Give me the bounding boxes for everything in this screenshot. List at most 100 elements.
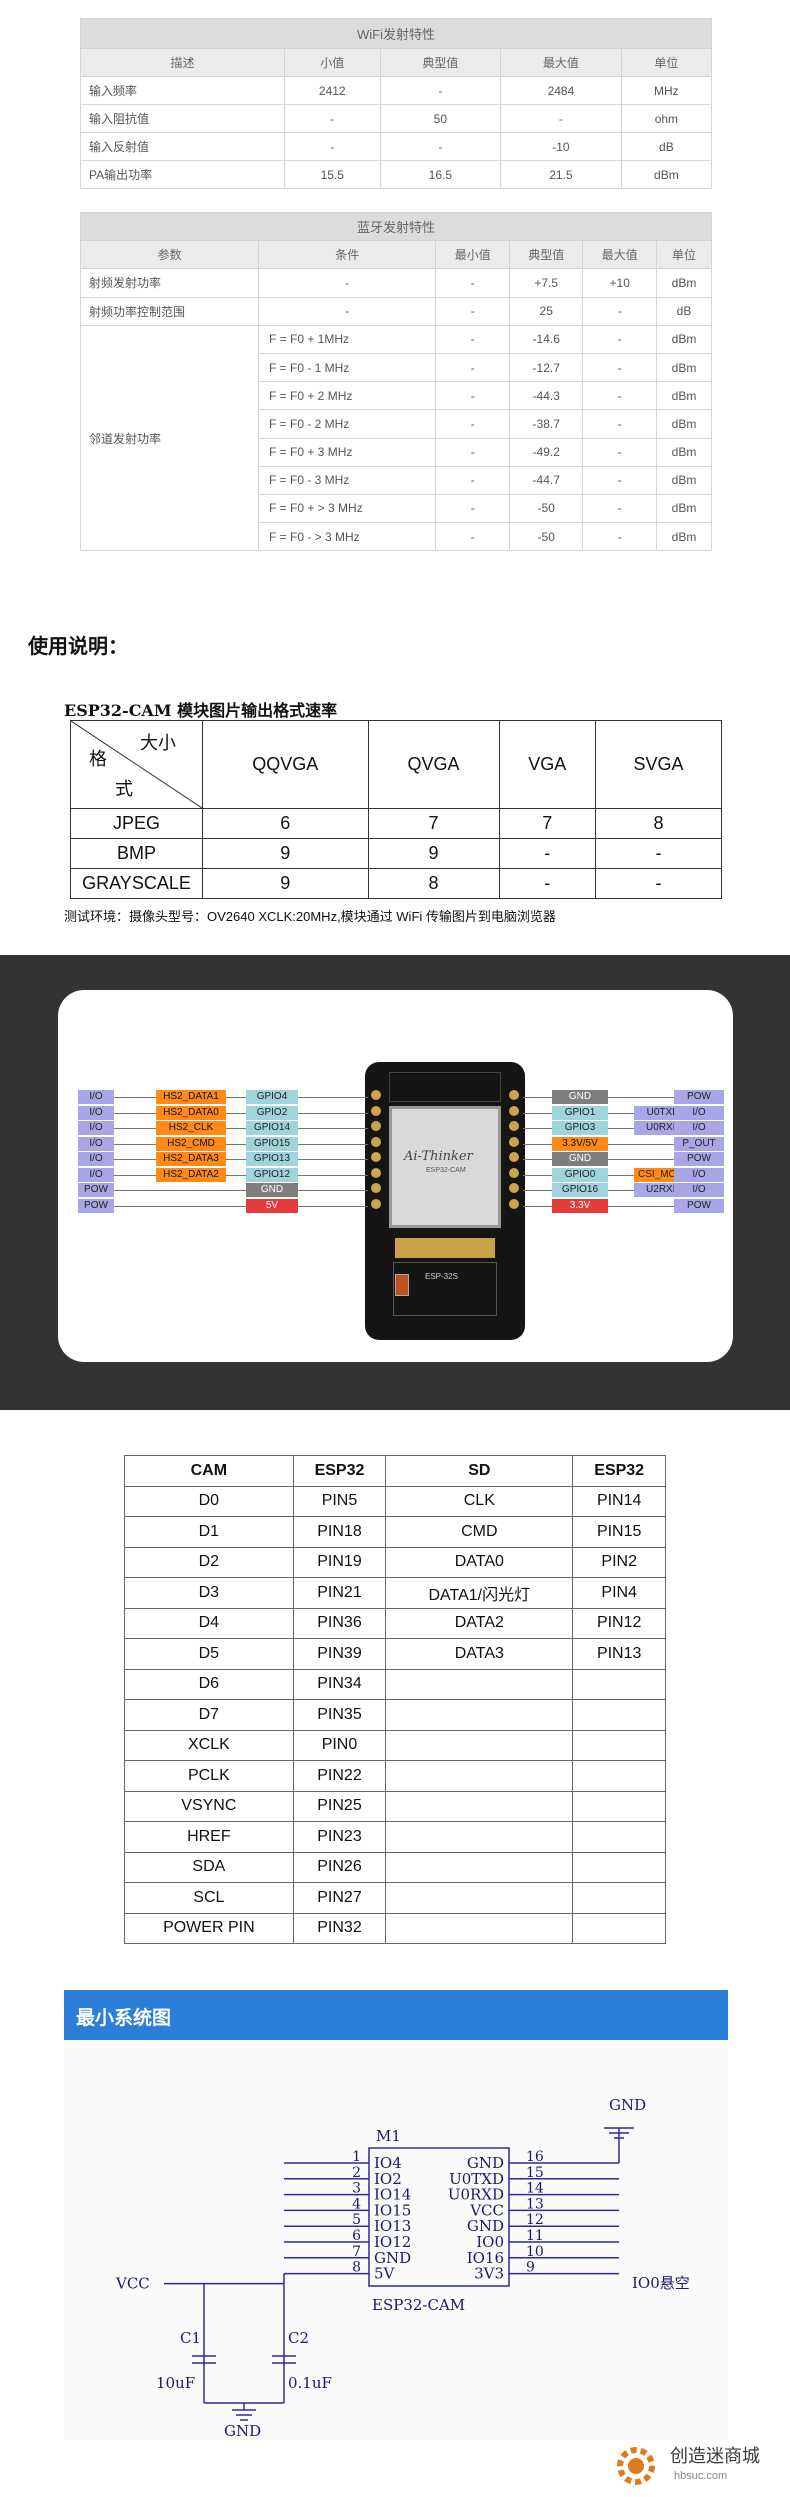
pin-number-right: 14 xyxy=(526,2181,544,2197)
wifi-cell: 2412 xyxy=(283,76,381,105)
wifi-cell: - xyxy=(283,132,381,161)
map-cell: VSYNC xyxy=(124,1790,294,1822)
bt-cell: F = F0 + 3 MHz xyxy=(257,437,437,467)
pin-pad xyxy=(371,1167,381,1178)
map-cell: PIN13 xyxy=(572,1638,666,1670)
pin-label: POW xyxy=(674,1198,724,1213)
corner-format-label-2: 式 xyxy=(115,779,133,799)
pin-label: I/O xyxy=(78,1167,114,1182)
bt-cell: dBm xyxy=(655,352,713,383)
bt-cell: - xyxy=(435,324,510,354)
chip-name-label: ESP32-CAM xyxy=(372,2296,465,2314)
pin-label: GND xyxy=(246,1183,298,1197)
map-cell: PIN4 xyxy=(572,1577,666,1609)
pin-name-left: IO15 xyxy=(374,2201,411,2219)
map-cell: DATA0 xyxy=(385,1546,574,1578)
pin-label: POW xyxy=(78,1198,114,1213)
map-cell: PIN34 xyxy=(292,1668,387,1700)
map-cell xyxy=(385,1699,574,1731)
map-cell: PIN15 xyxy=(572,1516,666,1548)
pin-leader-line xyxy=(523,1112,713,1114)
pin-pad xyxy=(371,1198,381,1209)
map-cell: PIN35 xyxy=(292,1699,387,1731)
pin-label: I/O xyxy=(78,1136,114,1151)
pin-number-right: 11 xyxy=(526,2228,544,2244)
pin-label: POW xyxy=(674,1152,724,1166)
wifi-cell: 50 xyxy=(379,104,502,133)
sd-card-slot xyxy=(393,1262,497,1316)
wifi-header-cell: 最大值 xyxy=(500,48,622,77)
io0-note: IO0悬空 xyxy=(632,2274,690,2292)
pin-name-right: IO16 xyxy=(467,2249,504,2267)
antenna-icon xyxy=(389,1072,501,1102)
bt-cell: dBm xyxy=(655,493,713,524)
rate-test-note: 测试环境：摄像头型号：OV2640 XCLK:20MHz,模块通过 WiFi 传… xyxy=(64,909,556,924)
pin-leader-line xyxy=(523,1174,713,1176)
board-label: ESP-32S xyxy=(425,1272,458,1281)
pin-name-left: IO12 xyxy=(374,2233,411,2251)
pin-pad xyxy=(371,1090,381,1100)
pin-label: I/O xyxy=(78,1090,114,1104)
map-cell: PIN12 xyxy=(572,1607,666,1639)
wifi-cell: PA输出功率 xyxy=(80,160,285,189)
pin-leader-line xyxy=(523,1190,713,1191)
rate-cell: - xyxy=(498,838,596,869)
map-cell xyxy=(572,1821,666,1853)
map-cell xyxy=(572,1882,666,1914)
pin-pad xyxy=(509,1183,519,1193)
map-cell: SDA xyxy=(124,1851,294,1883)
rate-cell: - xyxy=(594,838,723,869)
bt-cell: - xyxy=(582,352,657,383)
gear-icon xyxy=(617,2447,655,2485)
pin-label: I/O xyxy=(674,1167,724,1182)
map-cell xyxy=(572,1729,666,1761)
bt-cell: -50 xyxy=(508,493,584,524)
pin-leader-line xyxy=(523,1143,713,1145)
chip-ref-label: M1 xyxy=(376,2127,401,2145)
pin-leader-line xyxy=(523,1097,713,1098)
pin-pad xyxy=(371,1121,381,1131)
pin-name-left: IO14 xyxy=(374,2186,411,2204)
flash-led-icon xyxy=(395,1274,409,1296)
map-cell: D4 xyxy=(124,1607,294,1639)
pin-label: GPIO16 xyxy=(552,1183,608,1197)
pin-label: POW xyxy=(674,1090,724,1104)
bt-cell: dBm xyxy=(655,324,713,354)
pin-number-left: 7 xyxy=(352,2244,361,2260)
map-cell: PIN23 xyxy=(292,1821,387,1853)
pin-label: HS2_DATA3 xyxy=(156,1152,226,1166)
wifi-cell: dBm xyxy=(620,160,713,189)
pin-label: I/O xyxy=(674,1105,724,1120)
map-cell xyxy=(385,1821,574,1853)
pin-label: HS2_DATA2 xyxy=(156,1167,226,1182)
rate-cell: - xyxy=(498,868,596,899)
gnd-label-bottom: GND xyxy=(224,2422,261,2440)
module-sub-label: ESP32-CAM xyxy=(426,1167,466,1174)
pin-label: GPIO14 xyxy=(246,1121,298,1135)
capacitor-ref: C2 xyxy=(288,2329,309,2347)
bt-cell: - xyxy=(435,296,510,326)
table-row: 输入阻抗值-50-ohm xyxy=(80,104,713,133)
rate-column-header: VGA xyxy=(498,720,596,809)
wifi-cell: -10 xyxy=(500,132,622,161)
bt-cell: - xyxy=(582,324,657,354)
esp32-cam-board: Ai-Thinker ESP32-CAM ESP-32S xyxy=(365,1062,525,1340)
wifi-module: Ai-Thinker ESP32-CAM xyxy=(389,1106,501,1228)
pin-label: 3.3V xyxy=(552,1198,608,1213)
table-row: F = F0 - 1 MHz--12.7-dBm xyxy=(81,352,713,383)
rate-cell: 9 xyxy=(202,838,369,869)
bt-cell: - xyxy=(582,296,657,326)
bt-cell: - xyxy=(582,409,657,439)
pin-name-left: 5V xyxy=(374,2265,396,2283)
pin-number-left: 2 xyxy=(352,2165,361,2181)
pin-number-right: 16 xyxy=(526,2149,544,2165)
